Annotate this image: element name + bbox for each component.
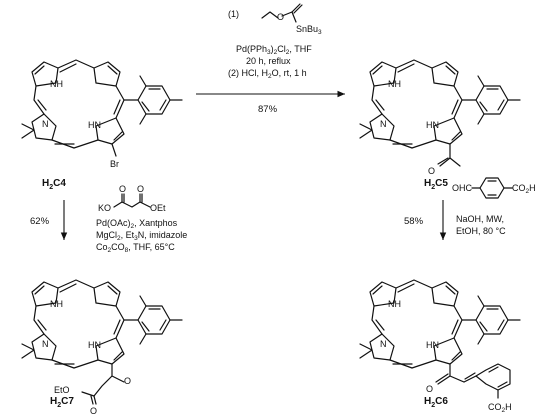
- hn-label: HN: [426, 340, 439, 350]
- o-label: O: [137, 184, 144, 194]
- top-catalyst: Pd(PPh3)2Cl2, THF: [236, 44, 312, 56]
- right-line2: EtOH, 80 °C: [456, 226, 506, 236]
- o-label: O: [119, 184, 126, 194]
- nh-label: NH: [50, 299, 63, 309]
- o-label: O: [124, 376, 131, 386]
- n-label: N: [380, 119, 387, 129]
- eto-label: EtO: [54, 385, 70, 395]
- nh-label: NH: [50, 79, 63, 89]
- o-label: O: [90, 406, 97, 416]
- ko-label: KO: [98, 203, 111, 213]
- br-label: Br: [110, 159, 119, 169]
- left-line2: MgCl2, Et3N, imidazole: [96, 230, 187, 242]
- label-h2c6: H2C6: [424, 396, 448, 409]
- right-yield: 58%: [404, 216, 424, 227]
- left-line3: Co2CO8, THF, 65°C: [96, 242, 175, 254]
- o-label: O: [428, 166, 435, 176]
- n-label: N: [42, 119, 49, 129]
- top-yield: 87%: [258, 104, 278, 115]
- step1-label: (1): [228, 9, 239, 19]
- hn-label: HN: [88, 340, 101, 350]
- o-label: O: [426, 384, 433, 394]
- n-label: N: [42, 339, 49, 349]
- top-step2: (2) HCl, H2O, rt, 1 h: [228, 68, 307, 80]
- compound-h2c4: NH HN N Br: [21, 59, 183, 169]
- nh-label: NH: [388, 79, 401, 89]
- o-label: O: [277, 12, 284, 22]
- ohc-label: OHC: [452, 183, 473, 193]
- n-label: N: [380, 339, 387, 349]
- compound-h2c7: NH HN N O O EtO: [21, 279, 183, 416]
- co2h-label: CO2H: [488, 402, 512, 414]
- top-time: 20 h, reflux: [246, 56, 291, 66]
- compound-h2c5: NH HN N O: [359, 59, 521, 176]
- left-line1: Pd(OAc)2, Xantphos: [96, 218, 178, 230]
- compound-h2c6: NH HN N O CO2H: [359, 279, 521, 414]
- label-h2c5: H2C5: [424, 178, 448, 191]
- hn-label: HN: [426, 120, 439, 130]
- label-h2c7: H2C7: [50, 396, 74, 409]
- co2h-label: CO2H: [512, 183, 536, 195]
- left-yield: 62%: [30, 216, 50, 227]
- hn-label: HN: [88, 120, 101, 130]
- aldehyde-reagent: OHC CO2H: [452, 177, 536, 199]
- snbu3-label: SnBu3: [296, 24, 322, 36]
- malonate-reagent: O O KO OEt: [98, 184, 166, 213]
- right-line1: NaOH, MW,: [456, 214, 504, 224]
- stannane-reagent: O SnBu3: [261, 3, 322, 36]
- oet-label: OEt: [150, 203, 166, 213]
- nh-label: NH: [388, 299, 401, 309]
- label-h2c4: H2C4: [42, 178, 66, 191]
